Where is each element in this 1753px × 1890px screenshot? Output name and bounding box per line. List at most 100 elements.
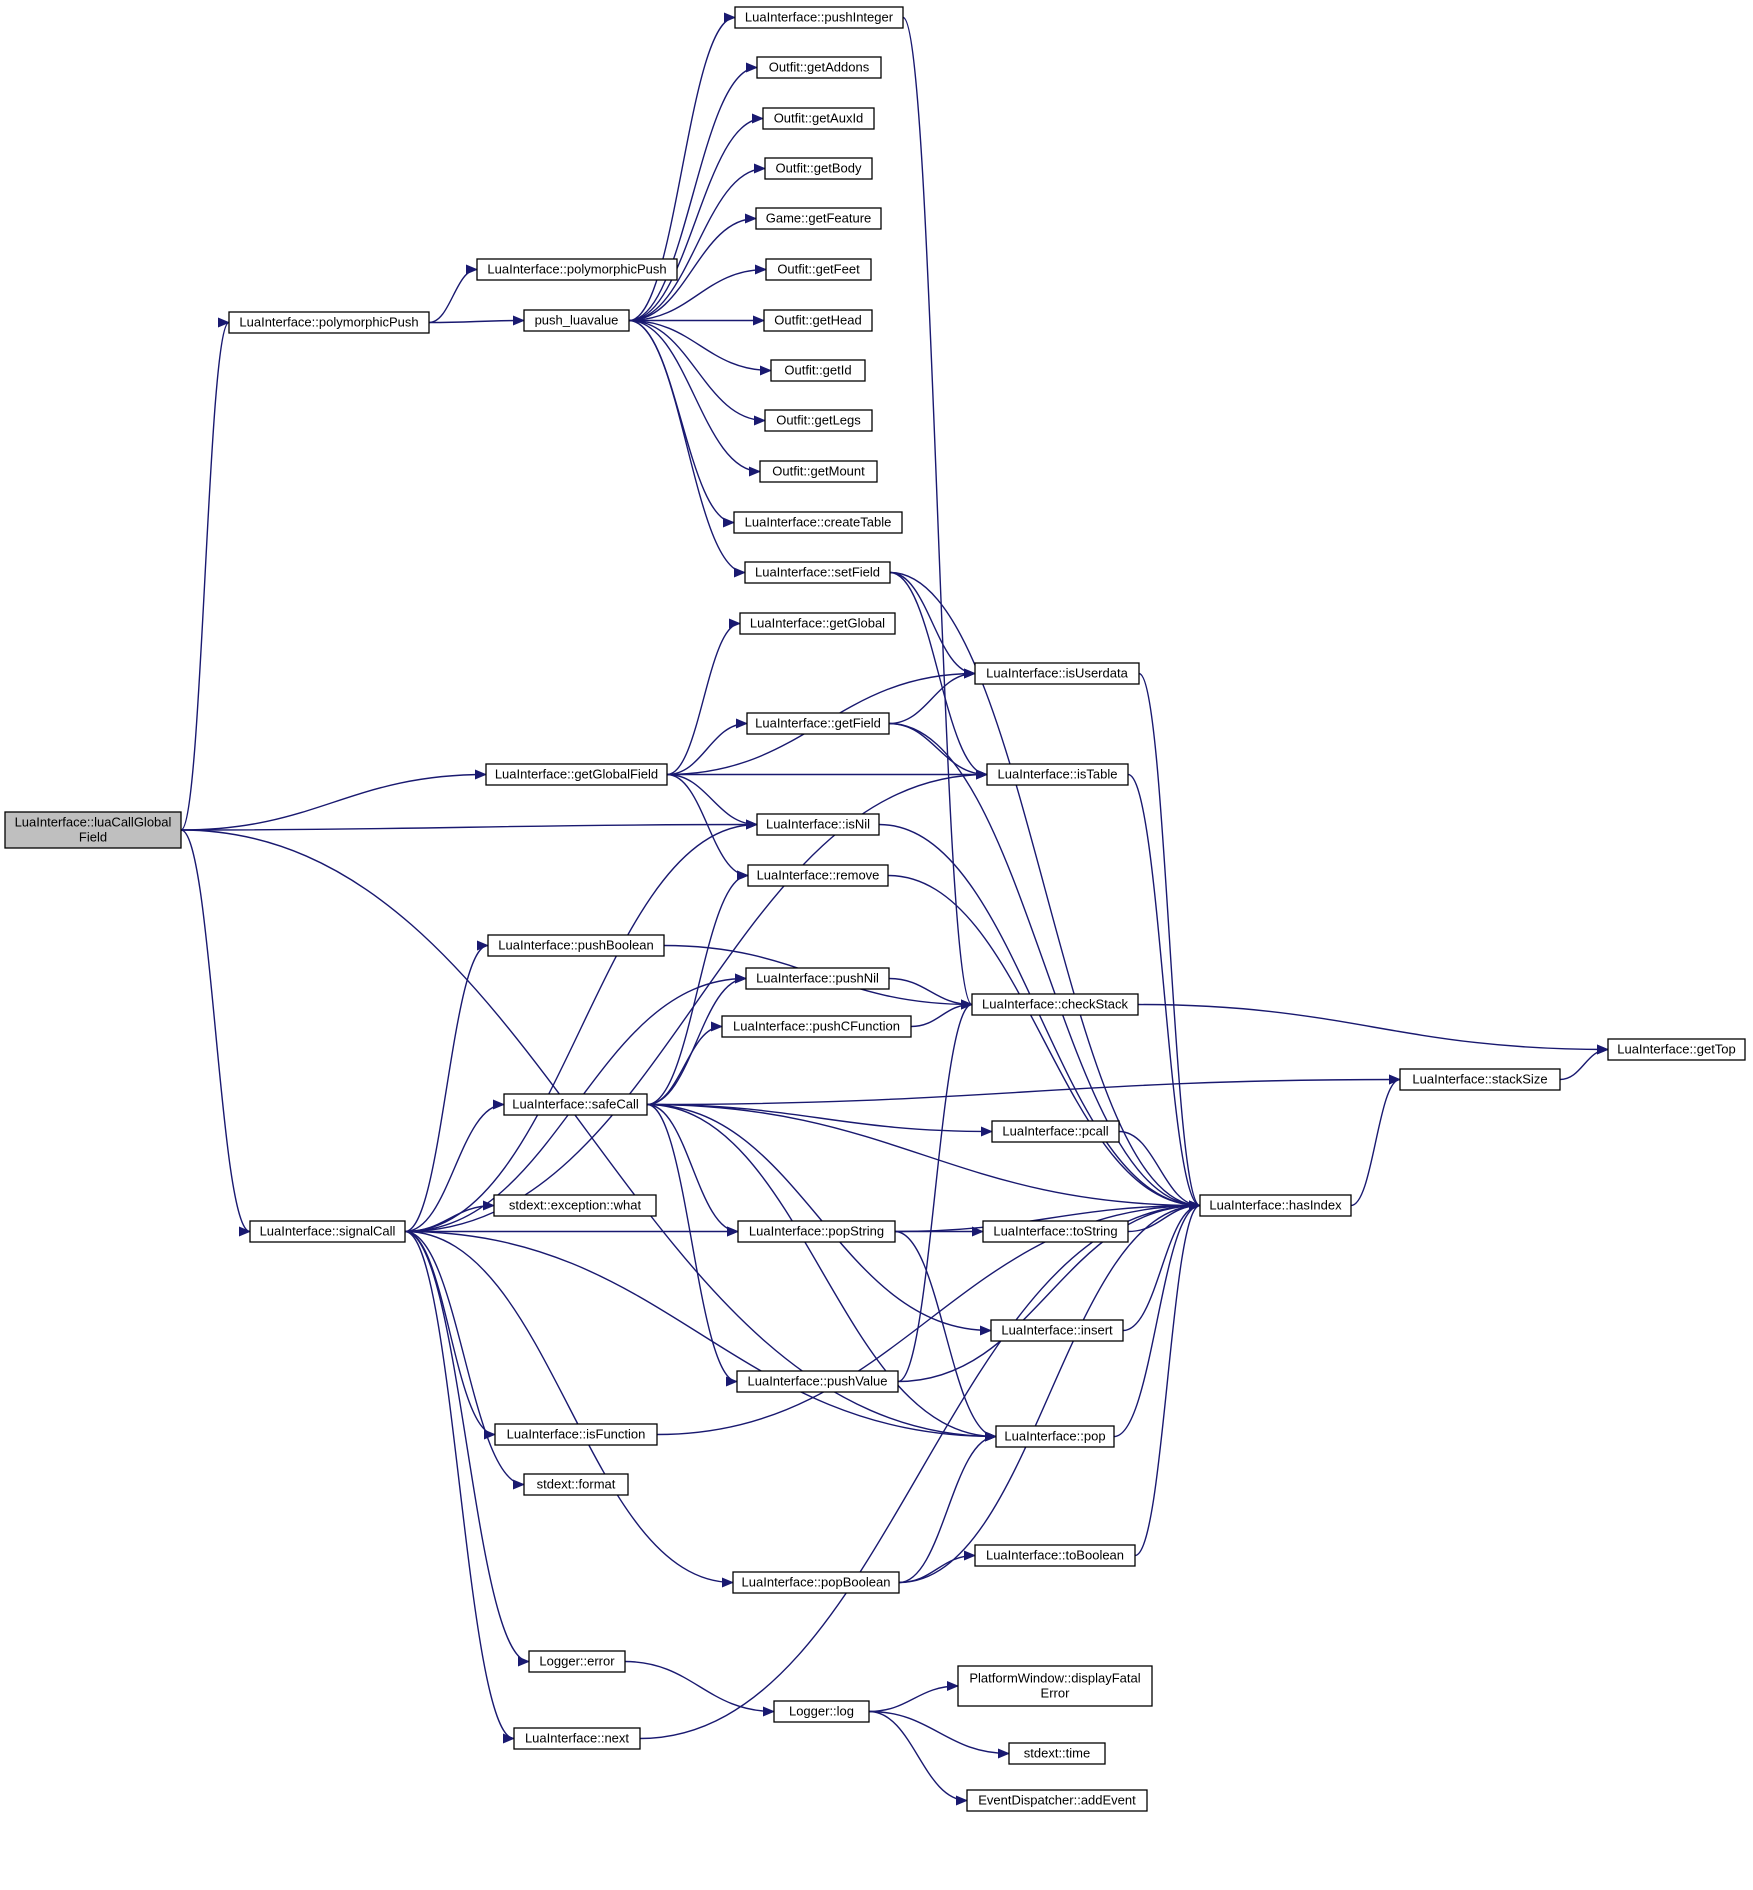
node-getId[interactable]: Outfit::getId — [770, 359, 866, 382]
node-safeCall[interactable]: LuaInterface::safeCall — [503, 1093, 648, 1116]
node-isTable[interactable]: LuaInterface::isTable — [986, 763, 1129, 786]
node-box — [762, 107, 875, 130]
edge-signalCall-to-safeCall — [404, 1099, 505, 1233]
node-label: Game::getFeature — [766, 211, 872, 226]
node-checkStack[interactable]: LuaInterface::checkStack — [971, 993, 1139, 1016]
edge-getField-to-isUserdata — [888, 668, 976, 725]
edge-remove-to-hasIndex — [887, 874, 1201, 1211]
node-next[interactable]: LuaInterface::next — [513, 1727, 641, 1750]
node-box — [503, 1093, 648, 1116]
node-pushCFunction[interactable]: LuaInterface::pushCFunction — [721, 1015, 912, 1038]
node-stackSize[interactable]: LuaInterface::stackSize — [1399, 1068, 1561, 1091]
node-hasIndex[interactable]: LuaInterface::hasIndex — [1199, 1194, 1352, 1217]
node-pushNil[interactable]: LuaInterface::pushNil — [745, 967, 890, 990]
edge-pushInteger-to-checkStack — [902, 16, 973, 1010]
node-getAddons[interactable]: Outfit::getAddons — [756, 56, 882, 79]
node-label: Outfit::getBody — [776, 161, 862, 176]
node-label: Field — [79, 830, 107, 845]
edge-safeCall-to-pushNil — [646, 973, 747, 1106]
node-getAuxId[interactable]: Outfit::getAuxId — [762, 107, 875, 130]
node-getBody[interactable]: Outfit::getBody — [764, 157, 873, 180]
node-label: Outfit::getAddons — [769, 60, 870, 75]
node-getFeet[interactable]: Outfit::getFeet — [765, 258, 872, 281]
node-isUserdata[interactable]: LuaInterface::isUserdata — [974, 662, 1140, 685]
node-popString[interactable]: LuaInterface::popString — [737, 1220, 896, 1243]
node-label: LuaInterface::isFunction — [507, 1427, 646, 1442]
edge-safeCall-to-insert — [646, 1103, 992, 1336]
node-label: LuaInterface::remove — [757, 868, 880, 883]
edge-setField-to-isTable — [889, 571, 988, 780]
edge-pushLuavalue-to-getBody — [628, 163, 766, 322]
edge-signalCall-to-pushBoolean — [404, 940, 489, 1233]
node-box — [487, 934, 665, 957]
edge-root-to-signalCall — [180, 829, 251, 1237]
node-remove[interactable]: LuaInterface::remove — [747, 864, 889, 887]
node-isFunction[interactable]: LuaInterface::isFunction — [494, 1423, 658, 1446]
node-getMount[interactable]: Outfit::getMount — [759, 460, 878, 483]
edge-signalCall-to-format — [404, 1230, 525, 1490]
node-box — [966, 1789, 1148, 1812]
edge-getGlobalField-to-isNil — [666, 773, 758, 830]
node-label: LuaInterface::next — [525, 1731, 629, 1746]
node-box — [745, 967, 890, 990]
edge-getGlobalField-to-remove — [666, 773, 749, 881]
node-pushValue[interactable]: LuaInterface::pushValue — [736, 1370, 899, 1393]
node-addEvent[interactable]: EventDispatcher::addEvent — [966, 1789, 1148, 1812]
node-label: LuaInterface::signalCall — [260, 1224, 396, 1239]
node-getTop[interactable]: LuaInterface::getTop — [1607, 1038, 1746, 1061]
node-box — [737, 1220, 896, 1243]
node-label: LuaInterface::polymorphicPush — [487, 262, 666, 277]
node-loggerError[interactable]: Logger::error — [528, 1650, 626, 1673]
node-label: stdext::time — [1024, 1746, 1090, 1761]
node-getLegs[interactable]: Outfit::getLegs — [764, 409, 873, 432]
edge-root-to-getGlobalField — [180, 769, 487, 831]
node-box — [249, 1220, 406, 1243]
node-pushLuavalue[interactable]: push_luavalue — [523, 309, 630, 332]
edge-polyPush1-to-pushLuavalue — [428, 315, 525, 326]
node-polyPush2[interactable]: LuaInterface::polymorphicPush — [476, 258, 678, 281]
node-isNil[interactable]: LuaInterface::isNil — [756, 813, 880, 836]
node-label: Outfit::getHead — [774, 313, 861, 328]
node-toString[interactable]: LuaInterface::toString — [982, 1220, 1129, 1243]
node-getGlobal[interactable]: LuaInterface::getGlobal — [739, 612, 896, 635]
node-box — [523, 309, 630, 332]
node-box — [759, 460, 878, 483]
edge-root-to-pop — [180, 829, 997, 1442]
node-box — [736, 1370, 899, 1393]
node-pushBoolean[interactable]: LuaInterface::pushBoolean — [487, 934, 665, 957]
node-pushInteger[interactable]: LuaInterface::pushInteger — [734, 6, 904, 29]
node-signalCall[interactable]: LuaInterface::signalCall — [249, 1220, 406, 1243]
node-popBoolean[interactable]: LuaInterface::popBoolean — [732, 1571, 900, 1594]
node-label: LuaInterface::setField — [755, 565, 880, 580]
node-createTable[interactable]: LuaInterface::createTable — [733, 511, 903, 534]
node-box — [974, 1544, 1136, 1567]
node-pop[interactable]: LuaInterface::pop — [995, 1425, 1115, 1448]
node-getFeature[interactable]: Game::getFeature — [755, 207, 882, 230]
node-label: EventDispatcher::addEvent — [978, 1793, 1136, 1808]
node-pcall[interactable]: LuaInterface::pcall — [991, 1120, 1120, 1143]
node-label: stdext::format — [537, 1477, 616, 1492]
node-box — [494, 1423, 658, 1446]
edge-popBoolean-to-hasIndex — [898, 1200, 1201, 1584]
node-getHead[interactable]: Outfit::getHead — [763, 309, 873, 332]
node-setField[interactable]: LuaInterface::setField — [744, 561, 891, 584]
node-label: LuaInterface::pushValue — [748, 1374, 888, 1389]
node-insert[interactable]: LuaInterface::insert — [990, 1319, 1124, 1342]
node-time[interactable]: stdext::time — [1008, 1742, 1106, 1765]
edge-pushLuavalue-to-getId — [628, 319, 772, 376]
edge-pushLuavalue-to-getLegs — [628, 319, 766, 426]
node-exWhat[interactable]: stdext::exception::what — [493, 1194, 657, 1217]
node-polyPush1[interactable]: LuaInterface::polymorphicPush — [228, 311, 430, 334]
edge-getGlobalField-to-getGlobal — [666, 618, 741, 776]
node-loggerLog[interactable]: Logger::log — [773, 1700, 870, 1723]
node-getGlobalField[interactable]: LuaInterface::getGlobalField — [485, 763, 668, 786]
node-box — [756, 56, 882, 79]
node-format[interactable]: stdext::format — [523, 1473, 629, 1496]
node-getField[interactable]: LuaInterface::getField — [746, 712, 890, 735]
node-label: LuaInterface::getTop — [1617, 1042, 1736, 1057]
node-toBoolean[interactable]: LuaInterface::toBoolean — [974, 1544, 1136, 1567]
edge-isFunction-to-hasIndex — [656, 1200, 1201, 1436]
